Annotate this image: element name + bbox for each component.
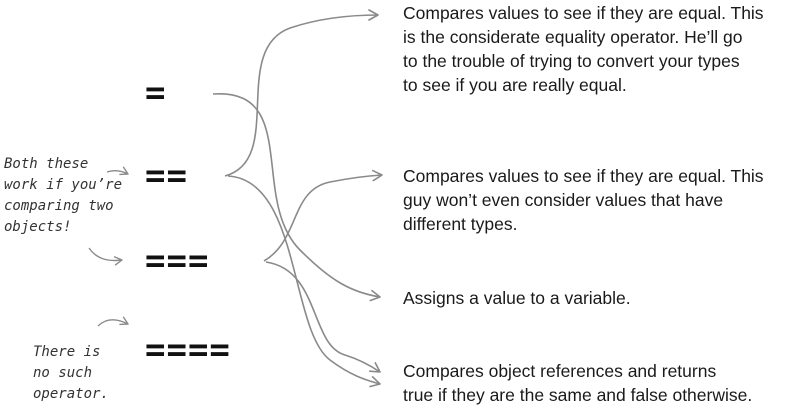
note-arrow-to-equality <box>106 166 129 176</box>
arrow-equality-to-objects <box>227 175 381 388</box>
operator-assign: = <box>145 73 167 113</box>
arrow-strict-to-objects <box>265 261 381 373</box>
arrow-strict-to-desc <box>263 169 383 262</box>
operator-strict-equality: === <box>145 241 210 281</box>
note-arrow-to-strict <box>88 247 123 266</box>
description-equality: Compares values to see if they are equal… <box>403 3 764 95</box>
arrow-equality-to-desc <box>224 9 379 177</box>
note-no-such-operator: There is no such operator. <box>33 344 109 402</box>
description-object-references: Compares object references and returns t… <box>403 361 753 405</box>
note-both-these: Both these work if you’re comparing two … <box>4 156 123 235</box>
arrow-assign-to-desc <box>212 93 381 302</box>
operator-equality: == <box>145 156 188 196</box>
operator-nonexistent: ==== <box>145 330 231 370</box>
description-assign: Assigns a value to a variable. <box>403 288 631 308</box>
note-arrow-to-nonexistent <box>97 316 129 327</box>
description-strict-equality: Compares values to see if they are equal… <box>403 166 764 234</box>
